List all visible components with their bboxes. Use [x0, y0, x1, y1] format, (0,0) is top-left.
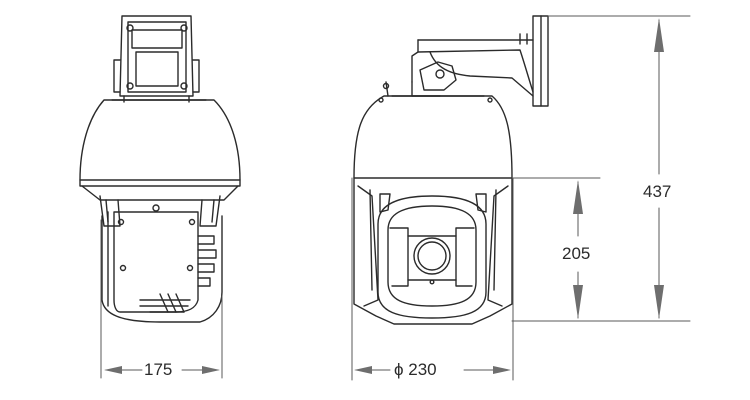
arrowhead-right	[493, 366, 511, 374]
arrowhead-down	[654, 285, 664, 319]
dimension-label-175: 175	[144, 360, 173, 380]
arrowhead-down	[573, 285, 583, 319]
arrowhead-up	[654, 18, 664, 52]
front-view-wall-bracket	[382, 15, 549, 107]
arrowhead-left	[354, 366, 372, 374]
side-view-dome-housing	[79, 99, 241, 201]
front-view-lens-housing	[377, 195, 487, 319]
dimension-230	[351, 177, 514, 381]
arrowhead-up	[573, 180, 583, 214]
dimension-175	[100, 219, 223, 379]
dimension-label-205: 205	[562, 244, 591, 264]
arrowhead-right	[202, 366, 220, 374]
front-view-dome-housing	[353, 95, 513, 179]
front-view-body	[353, 177, 513, 325]
side-view-mount-bracket	[113, 15, 200, 103]
side-view-lower-body	[101, 204, 223, 323]
dimension-205	[511, 177, 691, 322]
dimension-437	[547, 15, 691, 319]
arrowhead-left	[104, 366, 122, 374]
dimension-label-437: 437	[643, 182, 672, 202]
front-view-camera	[353, 15, 549, 325]
side-view-camera	[79, 15, 241, 323]
dimension-label-230: ϕ 230	[394, 360, 437, 380]
